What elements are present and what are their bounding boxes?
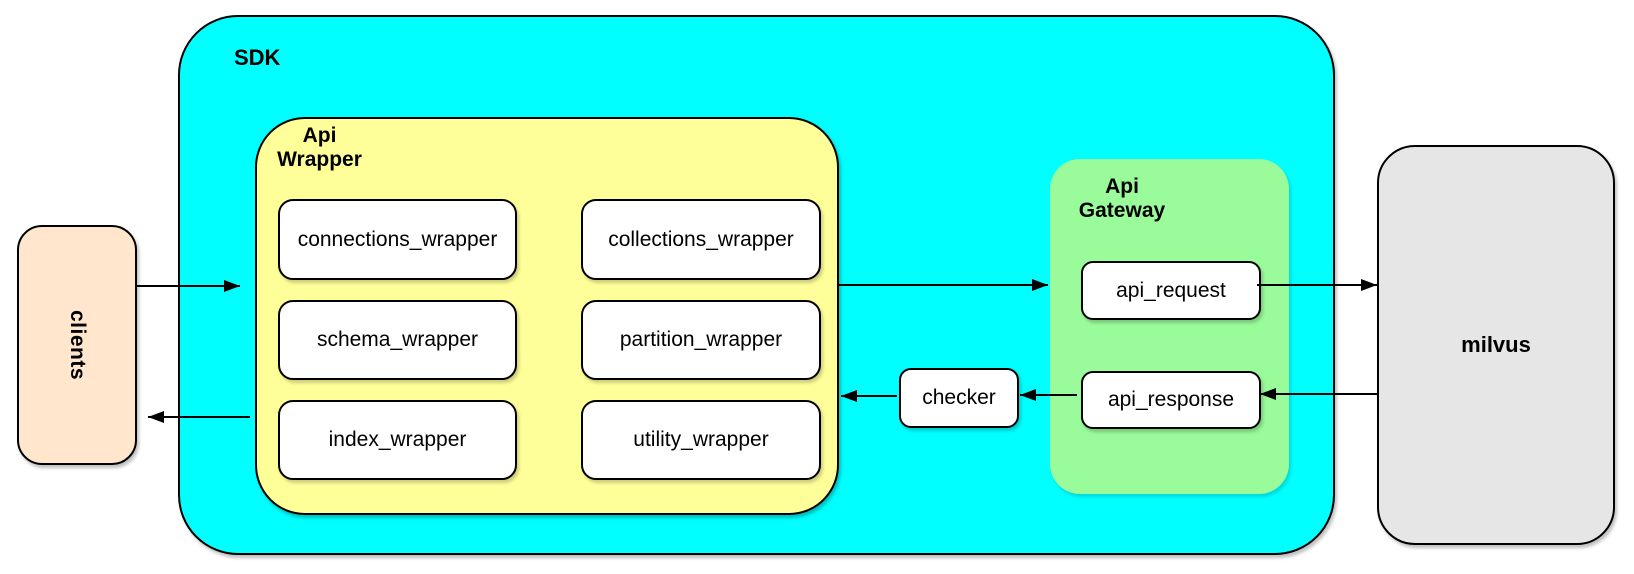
collections-wrapper-box: collections_wrapper — [581, 199, 821, 280]
clients-label: clients — [66, 309, 89, 381]
clients-box: clients — [17, 225, 137, 465]
schema-wrapper-box: schema_wrapper — [278, 300, 517, 380]
api-response-box: api_response — [1081, 371, 1261, 429]
partition-wrapper-box: partition_wrapper — [581, 300, 821, 380]
connections-wrapper-box: connections_wrapper — [278, 199, 517, 280]
milvus-label: milvus — [1461, 332, 1531, 357]
api-request-box: api_request — [1081, 261, 1261, 320]
sdk-label: SDK — [234, 45, 281, 70]
api-gateway-container: Api Gateway api_request api_response — [1050, 159, 1289, 494]
milvus-box: milvus — [1377, 145, 1615, 545]
utility-wrapper-box: utility_wrapper — [581, 400, 821, 480]
api-wrapper-container: Api Wrapper connections_wrapper collecti… — [255, 117, 839, 515]
api-gateway-label-line2: Gateway — [1078, 199, 1166, 222]
api-wrapper-label-line1: Api — [302, 124, 337, 147]
api-gateway-label-line1: Api — [1105, 175, 1139, 198]
checker-box: checker — [899, 368, 1019, 428]
index-wrapper-box: index_wrapper — [278, 400, 517, 480]
api-gateway-label: Api Gateway — [1052, 175, 1192, 223]
api-wrapper-label: Api Wrapper — [262, 124, 377, 172]
sdk-container: SDK Api Wrapper connections_wrapper coll… — [178, 15, 1335, 555]
api-wrapper-label-line2: Wrapper — [277, 148, 362, 171]
